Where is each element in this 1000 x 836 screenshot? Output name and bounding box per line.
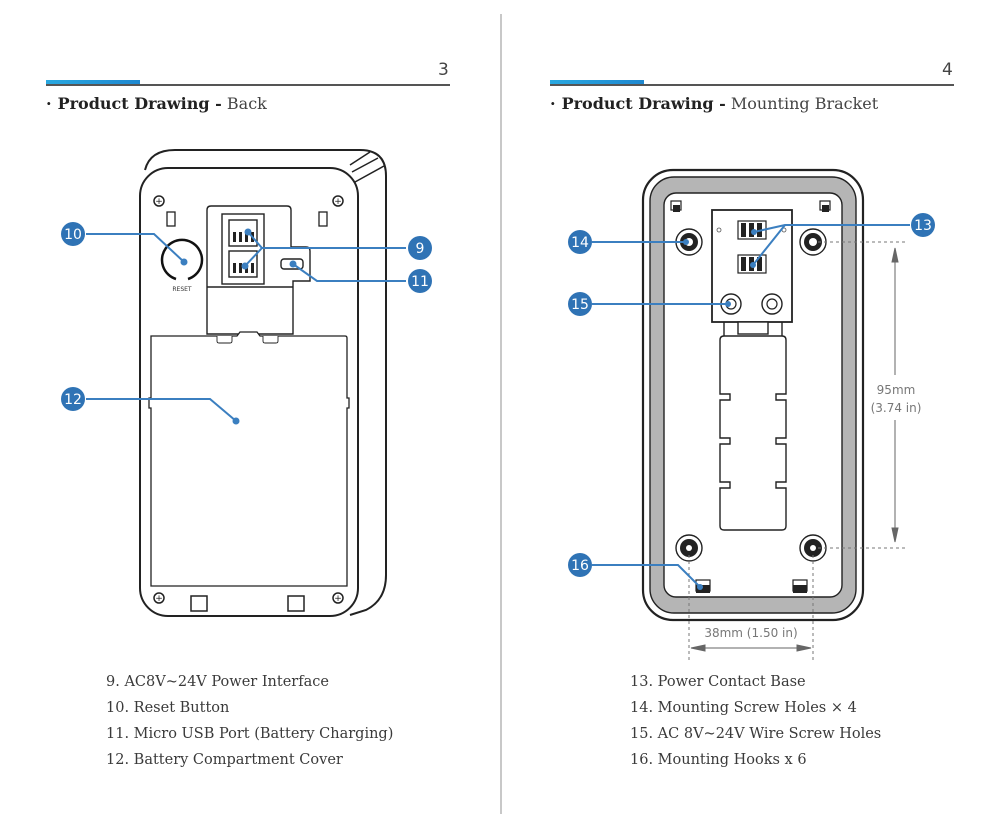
svg-text:16: 16 <box>571 558 589 574</box>
callout-dots <box>180 228 297 425</box>
svg-text:15: 15 <box>571 297 589 313</box>
width-label: 38mm (1.50 in) <box>704 626 797 640</box>
legend-item: 14. Mounting Screw Holes × 4 <box>630 700 857 716</box>
legend-item: 12. Battery Compartment Cover <box>106 752 343 768</box>
title-bullet: · <box>46 94 52 113</box>
page-number: 3 <box>438 60 449 80</box>
callout-16: 16 <box>568 553 592 577</box>
header-accent-bar <box>46 80 140 86</box>
legend-item: 16. Mounting Hooks x 6 <box>630 752 807 768</box>
dimension-guides <box>688 241 908 660</box>
svg-text:14: 14 <box>571 235 589 251</box>
connector-module <box>206 205 311 335</box>
callout-dots <box>683 229 757 590</box>
section-title: · Product Drawing - Back <box>46 94 267 113</box>
callout-lines <box>86 231 406 422</box>
back-drawing: + + + + + RESET <box>61 149 432 617</box>
svg-text:+: + <box>334 594 342 604</box>
svg-text:+: + <box>155 197 163 207</box>
section-title: · Product Drawing - Mounting Bracket <box>550 94 878 113</box>
reset-button-drawing: RESET <box>160 238 204 293</box>
svg-text:9: 9 <box>416 241 425 257</box>
title-subject: Back <box>226 94 267 113</box>
top-slots <box>166 211 328 227</box>
svg-text:13: 13 <box>914 218 932 234</box>
legend-item: 15. AC 8V~24V Wire Screw Holes <box>630 726 882 742</box>
height-in-label: (3.74 in) <box>871 401 922 415</box>
callout-15: 15 <box>568 292 592 316</box>
bracket-drawing: 95mm (3.74 in) 38mm (1.50 in) 13 14 15 <box>568 168 935 660</box>
page-number: 4 <box>942 60 953 80</box>
wire-strap <box>719 321 787 531</box>
callout-9: 9 <box>408 236 432 260</box>
svg-text:11: 11 <box>411 274 429 290</box>
height-mm-label: 95mm <box>877 383 916 397</box>
legend-item: 13. Power Contact Base <box>630 674 806 690</box>
title-subject: Mounting Bracket <box>730 94 879 113</box>
page-4: 4 · Product Drawing - Mounting Bracket <box>500 0 1000 836</box>
callout-12: 12 <box>61 387 85 411</box>
battery-cover <box>148 331 350 587</box>
callout-13: 13 <box>911 213 935 237</box>
page-3: 3 ·Product Drawing - Back + + + + + <box>46 60 450 773</box>
callout-14: 14 <box>568 230 592 254</box>
title-bold: Product Drawing - <box>561 94 726 113</box>
top-hooks <box>670 200 831 212</box>
reset-label: RESET <box>172 286 192 293</box>
svg-text:+: + <box>155 594 163 604</box>
title-bullet: · <box>550 94 556 113</box>
header-rule <box>46 84 450 86</box>
dimension-arrows <box>690 247 899 652</box>
svg-text:12: 12 <box>64 392 82 408</box>
bottom-hooks <box>695 579 808 593</box>
callout-11: 11 <box>408 269 432 293</box>
parts-legend: 13. Power Contact Base 14. Mounting Scre… <box>630 669 881 773</box>
parts-legend: 9. AC8V~24V Power Interface 10. Reset Bu… <box>106 669 393 773</box>
svg-text:10: 10 <box>64 227 82 243</box>
page-divider <box>500 14 502 814</box>
callout-lines <box>592 224 910 588</box>
bottom-slots <box>190 595 305 612</box>
legend-item: 10. Reset Button <box>106 700 230 716</box>
header-rule <box>550 84 954 86</box>
legend-item: 9. AC8V~24V Power Interface <box>106 674 329 690</box>
legend-item: 11. Micro USB Port (Battery Charging) <box>106 726 394 742</box>
svg-text:+: + <box>334 197 342 207</box>
header-accent-bar <box>550 80 644 86</box>
callout-10: 10 <box>61 222 85 246</box>
title-bold: Product Drawing - <box>57 94 222 113</box>
